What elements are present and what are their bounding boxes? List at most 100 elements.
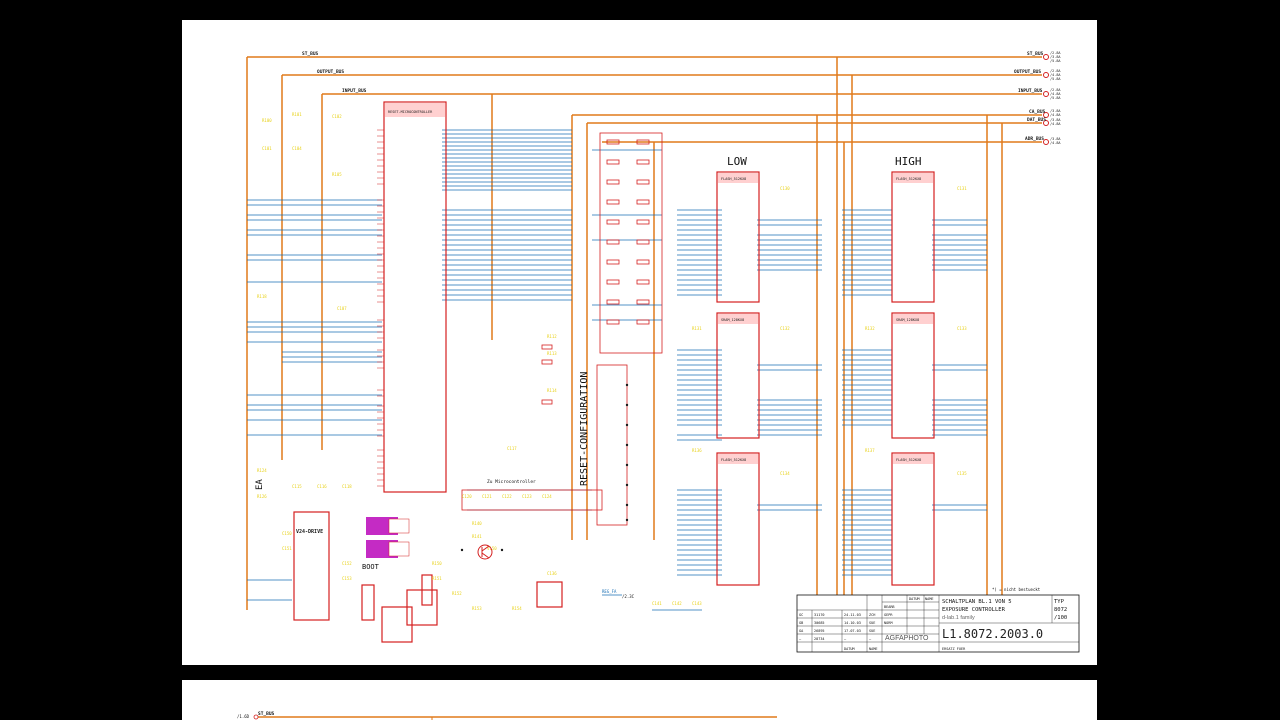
svg-text:NORM: NORM	[884, 621, 892, 625]
microcontroller-chip	[383, 101, 447, 493]
svg-text:CA_BUS: CA_BUS	[1029, 109, 1046, 115]
svg-text:C121: C121	[482, 494, 492, 499]
svg-text:SRAM_128KX8: SRAM_128KX8	[721, 318, 744, 322]
svg-text:C120: C120	[462, 494, 472, 499]
signal-lines	[247, 129, 987, 611]
svg-text:R105: R105	[332, 172, 342, 177]
resistor-network	[461, 132, 663, 526]
svg-text:V150: V150	[487, 546, 497, 551]
svg-text:ERSATZ FUER: ERSATZ FUER	[942, 647, 966, 651]
svg-text:TYP: TYP	[1054, 599, 1065, 605]
svg-text:SCHALTPLAN BL.1 VON 5: SCHALTPLAN BL.1 VON 5	[942, 599, 1012, 605]
svg-text:C141: C141	[652, 601, 662, 606]
svg-text:/3.8A: /3.8A	[1050, 137, 1061, 141]
svg-text:FLASH_512KX8: FLASH_512KX8	[721, 177, 746, 181]
svg-text:OUTPUT_BUS: OUTPUT_BUS	[317, 69, 344, 75]
svg-text:C123: C123	[522, 494, 532, 499]
schematic-drawing-2: /1.6D ST_BUS	[237, 711, 777, 720]
svg-text:ST_BUS: ST_BUS	[258, 711, 275, 717]
svg-text:R137: R137	[865, 448, 875, 453]
svg-text:ST_BUS: ST_BUS	[302, 51, 319, 57]
svg-text:R136: R136	[692, 448, 702, 453]
svg-text:—: —	[799, 637, 802, 641]
ea-label: EA	[255, 479, 265, 490]
svg-text:R131: R131	[692, 326, 702, 331]
flash-high-2-chip	[891, 452, 935, 586]
svg-text:8072: 8072	[1054, 607, 1067, 613]
svg-text:ZCH: ZCH	[869, 613, 875, 617]
svg-text:C153: C153	[342, 576, 352, 581]
svg-text:C101: C101	[262, 146, 272, 151]
svg-text:—: —	[844, 637, 847, 641]
component-boxes	[293, 101, 935, 643]
svg-text:ADR_BUS: ADR_BUS	[1025, 136, 1044, 142]
svg-text:/4.8A: /4.8A	[1050, 113, 1061, 117]
svg-text:SRAM_128KX8: SRAM_128KX8	[896, 318, 919, 322]
svg-text:R101: R101	[292, 112, 302, 117]
svg-text:C102: C102	[332, 114, 342, 119]
svg-text:SUE: SUE	[869, 621, 875, 625]
svg-text:GA: GA	[799, 629, 804, 633]
svg-text:BEARB: BEARB	[884, 605, 895, 609]
sram-high-chip	[891, 312, 935, 439]
svg-text:ST_BUS: ST_BUS	[1027, 51, 1044, 57]
svg-text:R100: R100	[262, 118, 272, 123]
svg-text:/1.6D: /1.6D	[237, 714, 250, 719]
svg-text:/2.8A: /2.8A	[1050, 88, 1061, 92]
title-block: DATUM NAME BEARB GEPR NORM GC 31170 24.1…	[796, 594, 1080, 653]
svg-text:28734: 28734	[814, 637, 825, 641]
bus-name-labels: ST_BUS OUTPUT_BUS INPUT_BUS ST_BUS OUTPU…	[302, 51, 1046, 142]
svg-text:/3.8A: /3.8A	[1050, 55, 1061, 59]
svg-text:/5.8A: /5.8A	[1050, 77, 1061, 81]
flash-low-1-chip	[716, 171, 760, 303]
svg-text:GC: GC	[799, 613, 803, 617]
svg-text:R153: R153	[472, 606, 482, 611]
svg-text:C118: C118	[342, 484, 352, 489]
svg-text:/2.8A: /2.8A	[1050, 51, 1061, 55]
boot-jumpers	[366, 517, 410, 558]
svg-text:R112: R112	[547, 334, 557, 339]
svg-text:C135: C135	[957, 471, 967, 476]
svg-text:/4.8A: /4.8A	[1050, 122, 1061, 126]
drawing-number: L1.8072.2003.0	[942, 627, 1043, 641]
svg-text:26895: 26895	[814, 629, 825, 633]
svg-text:R141: R141	[472, 534, 482, 539]
high-bank-label: HIGH	[895, 155, 922, 168]
svg-text:R154: R154	[512, 606, 522, 611]
svg-text:R152: R152	[452, 591, 462, 596]
svg-text:R126: R126	[257, 494, 267, 499]
svg-text:REG_FA: REG_FA	[602, 589, 617, 594]
reset-configuration-label: RESET-CONFIGURATION	[579, 372, 590, 486]
svg-text:R113: R113	[547, 351, 557, 356]
svg-text:GEPR: GEPR	[884, 613, 893, 617]
svg-text:30685: 30685	[814, 621, 825, 625]
svg-text:17.07.03: 17.07.03	[844, 629, 861, 633]
svg-text:R118: R118	[257, 294, 267, 299]
svg-text:C130: C130	[780, 186, 790, 191]
flash-low-2-chip	[716, 452, 760, 586]
svg-text:C152: C152	[342, 561, 352, 566]
svg-text:FLASH_512KX8: FLASH_512KX8	[721, 458, 746, 462]
svg-text:/5.8A: /5.8A	[1050, 59, 1061, 63]
svg-text:R150: R150	[432, 561, 442, 566]
flash-high-1-chip	[891, 171, 935, 303]
svg-text:DATUM: DATUM	[909, 597, 920, 601]
zu-microcontroller-label: Zu Microcontroller	[487, 479, 536, 485]
svg-text:/100: /100	[1054, 615, 1067, 621]
svg-text:DATUM: DATUM	[844, 647, 855, 651]
svg-text:R151: R151	[432, 576, 442, 581]
svg-text:C136: C136	[547, 571, 557, 576]
svg-text:R124: R124	[257, 468, 267, 473]
transistor-symbol	[477, 544, 493, 560]
svg-text:C117: C117	[507, 446, 517, 451]
svg-text:/5.8A: /5.8A	[1050, 96, 1061, 100]
bus-lines	[246, 56, 1042, 640]
svg-text:C116: C116	[317, 484, 327, 489]
svg-text:C143: C143	[692, 601, 702, 606]
svg-text:GB: GB	[799, 621, 803, 625]
svg-text:/3.8A: /3.8A	[1050, 118, 1061, 122]
svg-text:/2.3C: /2.3C	[622, 594, 635, 599]
svg-text:DAT_BUS: DAT_BUS	[1027, 117, 1046, 123]
sram-low-chip	[716, 312, 760, 439]
svg-text:C124: C124	[542, 494, 552, 499]
